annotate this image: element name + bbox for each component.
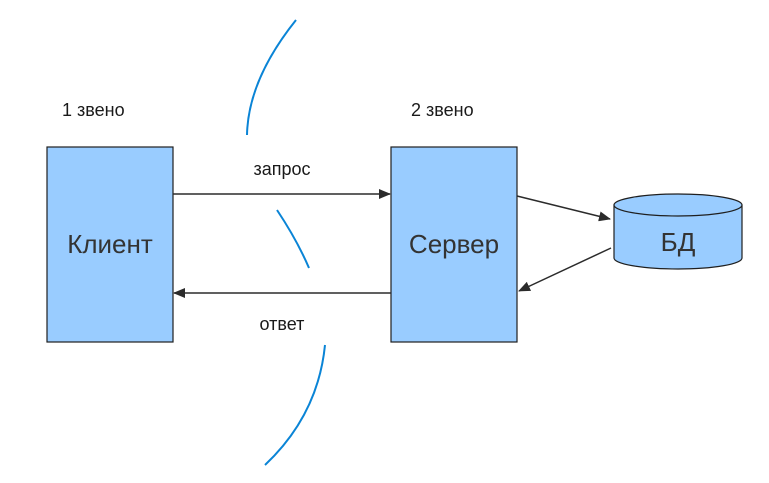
server-node: Сервер <box>390 146 518 343</box>
tier-separator-lower <box>264 344 326 466</box>
database-node: БД <box>613 193 743 270</box>
tier-2-label: 2 звено <box>411 100 474 120</box>
request-label: запрос <box>253 159 310 179</box>
client-box <box>46 146 174 343</box>
tier-separator-middle <box>276 209 310 269</box>
client-node: Клиент <box>46 146 174 343</box>
server-box <box>390 146 518 343</box>
database-cylinder-body <box>613 205 743 270</box>
client-label: Клиент <box>67 229 153 259</box>
server-to-db-arrow <box>516 195 611 222</box>
response-label: ответ <box>260 314 305 334</box>
db-to-server-arrow <box>518 247 612 292</box>
tier-1-label: 1 звено <box>62 100 125 120</box>
database-label: БД <box>661 227 696 257</box>
tier-separator-upper <box>246 19 297 136</box>
server-label: Сервер <box>409 229 499 259</box>
database-cylinder-top <box>613 193 743 217</box>
tier-separator <box>246 19 326 466</box>
